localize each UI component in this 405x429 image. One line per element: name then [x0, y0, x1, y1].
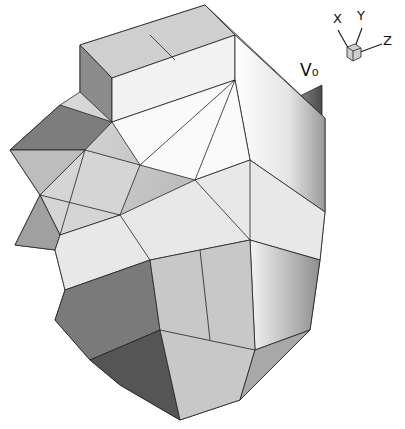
axis-label: Z [383, 34, 392, 47]
vertex-label: V₀ [300, 62, 318, 79]
axis-triad [338, 28, 382, 61]
body-faces [10, 5, 325, 420]
axis-label: Y [357, 9, 365, 22]
face-edges [40, 35, 255, 350]
axis-label: X [333, 12, 342, 25]
